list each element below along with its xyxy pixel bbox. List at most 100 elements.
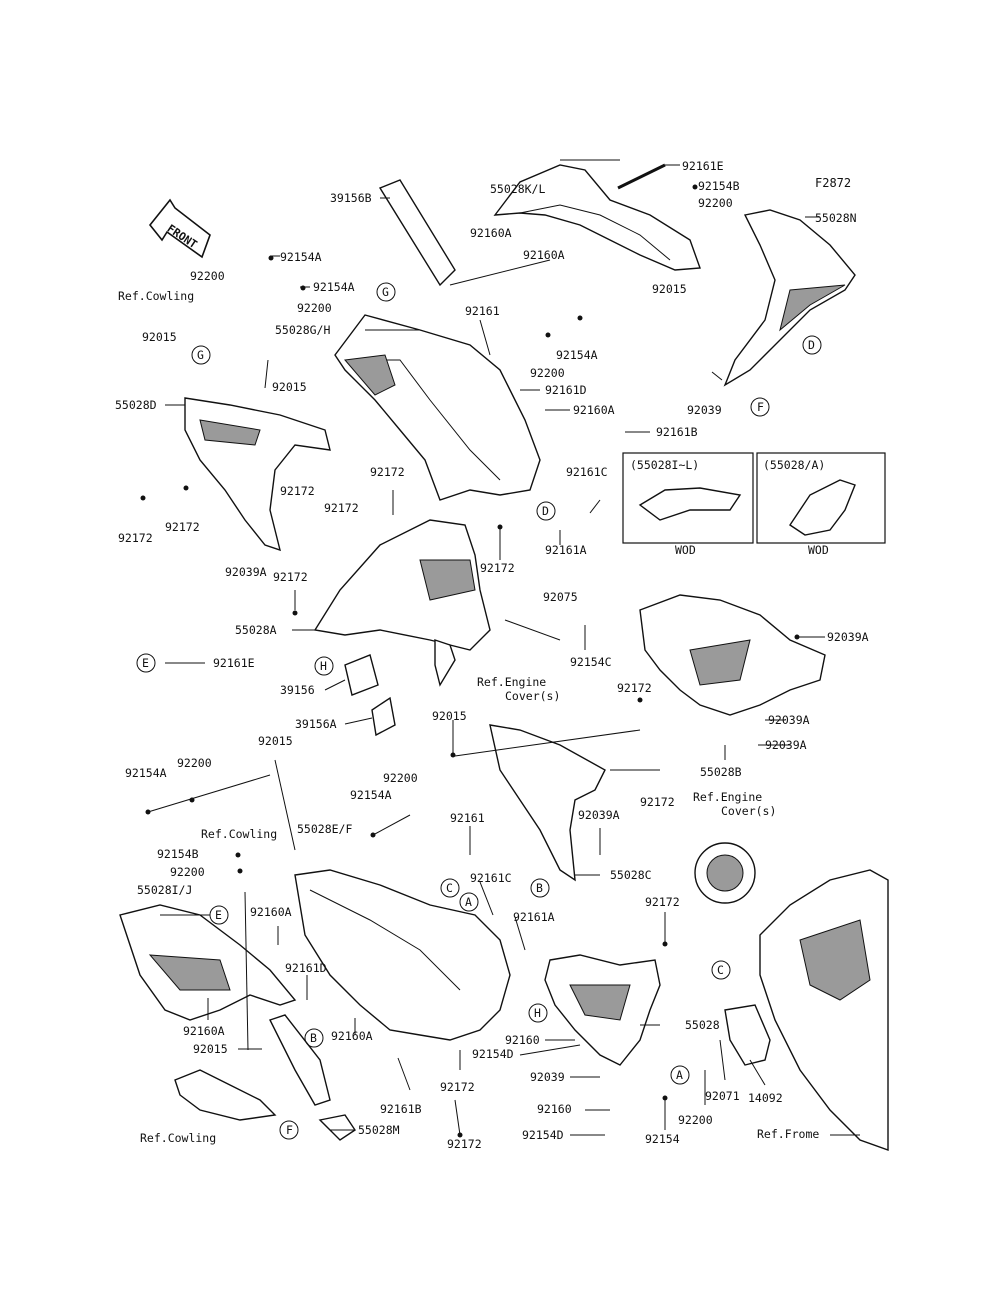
label-ref-engine-covers: Cover(s)	[721, 804, 776, 818]
inset-55028A: (55028/A) WOD	[756, 452, 886, 557]
callout-c-right: C	[711, 960, 731, 980]
label-92039A: 92039A	[578, 808, 620, 822]
label-55028: 55028	[685, 1018, 720, 1032]
label-92015: 92015	[142, 330, 177, 344]
label-92172: 92172	[645, 895, 680, 909]
label-ref-engine-covers: Cover(s)	[505, 689, 560, 703]
part-55028C	[489, 724, 606, 882]
label-92039A: 92039A	[827, 630, 869, 644]
part-55028M	[318, 1114, 356, 1141]
callout-g-left: G	[191, 345, 211, 365]
label-92200: 92200	[297, 301, 332, 315]
inset-2-note: WOD	[808, 543, 829, 557]
label-ref-frame: Ref.Frome	[757, 1127, 819, 1141]
label-55028M: 55028M	[358, 1123, 400, 1137]
label-92160A: 92160A	[250, 905, 292, 919]
label-55028GH: 55028G/H	[275, 323, 330, 337]
fastener-dots	[140, 184, 800, 1138]
label-92015: 92015	[193, 1042, 228, 1056]
label-55028KL: 55028K/L	[490, 182, 545, 196]
part-55028GH	[334, 314, 541, 501]
label-92161C: 92161C	[470, 871, 512, 885]
label-92154A: 92154A	[125, 766, 167, 780]
label-92039A: 92039A	[765, 738, 807, 752]
label-92039: 92039	[687, 403, 722, 417]
callout-b-mid: B	[530, 878, 550, 898]
figure-code: F2872	[815, 176, 851, 190]
svg-text:E: E	[215, 908, 222, 922]
callout-d-right: D	[802, 335, 822, 355]
label-92161E: 92161E	[213, 656, 255, 670]
label-92154A: 92154A	[313, 280, 355, 294]
callout-d-mid: D	[536, 501, 556, 521]
label-ref-cowling: Ref.Cowling	[118, 289, 194, 303]
part-14092	[724, 1004, 771, 1066]
label-92154B: 92154B	[698, 179, 740, 193]
callout-a-mid: A	[459, 892, 479, 912]
svg-text:H: H	[320, 659, 327, 673]
svg-text:G: G	[382, 285, 389, 299]
label-92161E: 92161E	[682, 159, 724, 173]
svg-text:A: A	[465, 895, 472, 909]
label-92161A: 92161A	[545, 543, 587, 557]
label-92172: 92172	[165, 520, 200, 534]
label-92200: 92200	[530, 366, 565, 380]
svg-text:C: C	[446, 881, 453, 895]
part-labels: 92161E 55028K/L 92154B 92200 39156B 5502…	[115, 159, 869, 1151]
leader-lines	[147, 159, 860, 1136]
callout-g-top: G	[376, 282, 396, 302]
label-92172: 92172	[640, 795, 675, 809]
label-92161A: 92161A	[513, 910, 555, 924]
label-92161B: 92161B	[380, 1102, 422, 1116]
label-92154D: 92154D	[522, 1128, 564, 1142]
callout-f-right: F	[750, 397, 770, 417]
label-92154A: 92154A	[280, 250, 322, 264]
callout-h-mid: H	[314, 656, 334, 676]
callout-a-lower: A	[670, 1065, 690, 1085]
label-92161: 92161	[465, 304, 500, 318]
label-92015: 92015	[432, 709, 467, 723]
label-92075: 92075	[543, 590, 578, 604]
label-92039A: 92039A	[768, 713, 810, 727]
callout-h-lower: H	[528, 1003, 548, 1023]
label-92160: 92160	[537, 1102, 572, 1116]
label-92200: 92200	[698, 196, 733, 210]
callout-f-lower: F	[279, 1120, 299, 1140]
front-arrow-icon: FRONT	[148, 198, 211, 259]
label-92154B: 92154B	[157, 847, 199, 861]
label-39156B: 39156B	[330, 191, 372, 205]
part-cowling-ref	[174, 1069, 277, 1121]
label-92160A: 92160A	[470, 226, 512, 240]
label-92161C: 92161C	[566, 465, 608, 479]
label-92200: 92200	[177, 756, 212, 770]
label-92160A: 92160A	[183, 1024, 225, 1038]
svg-text:G: G	[197, 348, 204, 362]
label-55028C: 55028C	[610, 868, 652, 882]
label-92160: 92160	[505, 1033, 540, 1047]
label-92172: 92172	[617, 681, 652, 695]
label-92071: 92071	[705, 1089, 740, 1103]
label-92161: 92161	[450, 811, 485, 825]
part-39156	[344, 654, 379, 696]
label-92172: 92172	[324, 501, 359, 515]
label-92200: 92200	[383, 771, 418, 785]
label-92200: 92200	[170, 865, 205, 879]
part-39156B	[378, 179, 456, 287]
label-92172: 92172	[447, 1137, 482, 1151]
callout-b-lower: B	[304, 1028, 324, 1048]
svg-text:H: H	[534, 1006, 541, 1020]
label-92154D: 92154D	[472, 1047, 514, 1061]
label-92200: 92200	[678, 1113, 713, 1127]
label-ref-engine: Ref.Engine	[693, 790, 762, 804]
label-92015: 92015	[272, 380, 307, 394]
label-39156A: 39156A	[295, 717, 337, 731]
svg-text:F: F	[757, 400, 764, 414]
callout-c-mid: C	[440, 878, 460, 898]
callout-e-lower: E	[209, 905, 229, 925]
engine-cover-icon	[694, 842, 756, 904]
label-55028D: 55028D	[115, 398, 157, 412]
part-55028KL	[493, 164, 701, 271]
svg-text:E: E	[142, 656, 149, 670]
svg-text:B: B	[536, 881, 543, 895]
